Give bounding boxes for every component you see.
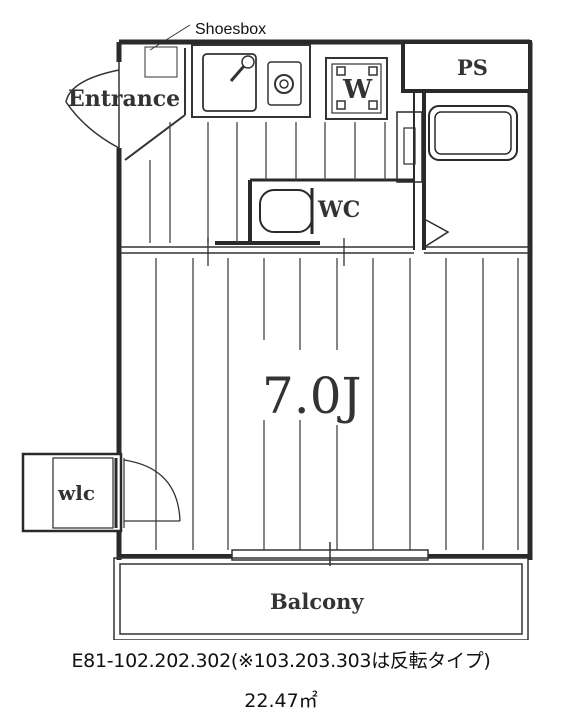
entrance-door bbox=[65, 48, 186, 161]
balcony-window bbox=[231, 542, 429, 566]
balcony bbox=[113, 557, 529, 640]
wc-room bbox=[215, 91, 415, 250]
floor-area-caption: 22.47㎡ bbox=[244, 690, 318, 712]
kitchen-counter bbox=[191, 44, 311, 118]
entrance-label: Entrance bbox=[68, 86, 180, 112]
washer-space bbox=[325, 57, 388, 120]
room-floorboards bbox=[155, 258, 519, 550]
floor-plan: Shoesbox Entrance W PS bbox=[21, 21, 533, 640]
room-size-label: 7.0J bbox=[262, 367, 362, 425]
wic-label: wlc bbox=[57, 481, 95, 505]
pipe-space bbox=[401, 40, 532, 93]
shoesbox: Shoesbox bbox=[144, 21, 266, 78]
wc-label: WC bbox=[317, 197, 360, 223]
kitchen-floorboards bbox=[149, 122, 386, 243]
shoesbox-label: Shoesbox bbox=[195, 21, 266, 38]
walk-in-closet bbox=[21, 452, 181, 533]
ps-label: PS bbox=[457, 55, 488, 80]
balcony-label: Balcony bbox=[270, 589, 364, 614]
partition bbox=[121, 238, 530, 266]
bath-unit bbox=[396, 91, 518, 250]
washer-label: W bbox=[342, 75, 373, 105]
unit-code-caption: E81-102.202.302(※103.203.303は反転タイプ) bbox=[71, 650, 491, 672]
